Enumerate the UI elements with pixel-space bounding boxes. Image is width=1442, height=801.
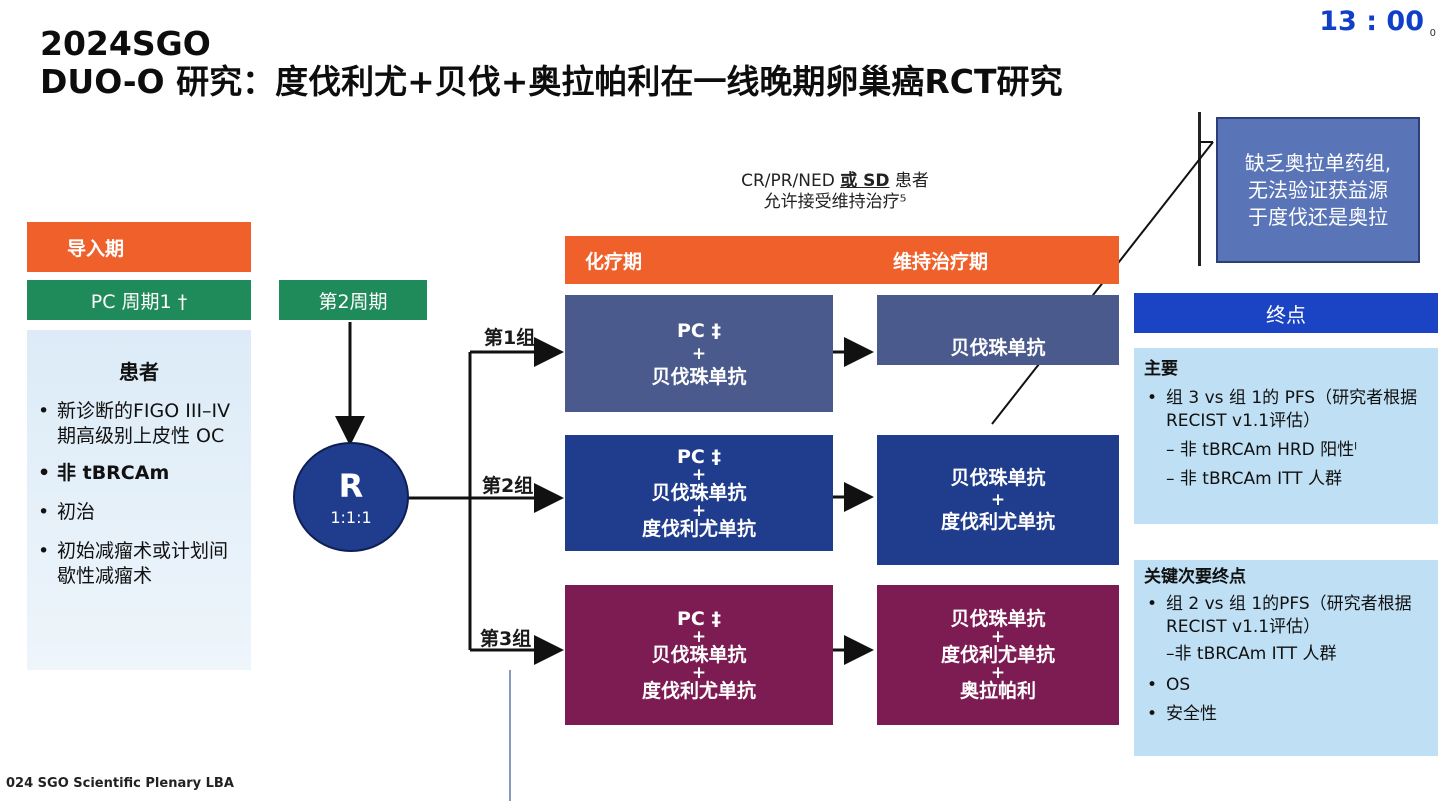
callout-line: 于度伐还是奥拉 (1248, 204, 1388, 229)
criteria-item: 初治 (35, 500, 243, 525)
regimen-plus: + (691, 343, 707, 364)
group1-maintenance-box: 贝伐珠单抗 (877, 295, 1119, 365)
regimen-plus: + (691, 663, 707, 683)
regimen-line: 奥拉帕利 (959, 680, 1036, 702)
primary-subgroup: – 非 tBRCAm ITT 人群 (1166, 469, 1342, 489)
randomization-letter: R (338, 466, 364, 505)
randomization-circle: R 1:1:1 (293, 442, 409, 552)
patients-panel: 患者 新诊断的FIGO III–IV期高级别上皮性 OC 非 tBRCAm 初治… (27, 330, 251, 670)
other-endpoint-item: 安全性 (1144, 703, 1428, 726)
regimen-line: 贝伐珠单抗 (651, 644, 747, 666)
secondary-subgroup: –非 tBRCAm ITT 人群 (1166, 644, 1337, 664)
regimen-line: PC ‡ (677, 608, 721, 630)
clock-suffix: 0 (1429, 28, 1436, 39)
other-endpoints-list: OS 安全性 (1144, 674, 1428, 726)
regimen-plus: + (691, 501, 707, 521)
regimen-line: 贝伐珠单抗 (950, 608, 1046, 630)
criteria-item: 新诊断的FIGO III–IV期高级别上皮性 OC (35, 399, 243, 449)
secondary-endpoint-panel: 关键次要终点 组 2 vs 组 1的PFS（研究者根据RECIST v1.1评估… (1134, 560, 1438, 756)
patients-title: 患者 (119, 360, 159, 384)
group1-chemo-box: PC ‡ + 贝伐珠单抗 (565, 295, 833, 412)
regimen-line: 度伐利尤单抗 (641, 518, 756, 540)
secondary-endpoint-title: 关键次要终点 (1144, 567, 1246, 587)
regimen-line: 贝伐珠单抗 (950, 467, 1046, 489)
callout-box: 缺乏奥拉单药组, 无法验证获益源 于度伐还是奥拉 (1216, 117, 1420, 263)
regimen-line: 贝伐珠单抗 (651, 365, 747, 388)
criteria-item: 初始减瘤术或计划间歇性减瘤术 (35, 539, 243, 589)
regimen-line: 度伐利尤单抗 (940, 511, 1055, 533)
phase-banner: 化疗期 维持治疗期 (565, 236, 1119, 284)
primary-endpoint-item: 组 3 vs 组 1的 PFS（研究者根据RECIST v1.1评估） (1144, 387, 1428, 433)
regimen-line: PC ‡ (677, 446, 721, 468)
endpoints-header: 终点 (1134, 293, 1438, 333)
group3-maintenance-box: 贝伐珠单抗 + 度伐利尤单抗 + 奥拉帕利 (877, 585, 1119, 725)
regimen-plus: + (990, 627, 1006, 647)
patient-criteria-list: 新诊断的FIGO III–IV期高级别上皮性 OC 非 tBRCAm 初治 初始… (27, 399, 251, 589)
regimen-plus: + (990, 490, 1006, 510)
callout-line: 无法验证获益源 (1248, 177, 1388, 202)
callout-line: 缺乏奥拉单药组, (1244, 150, 1392, 175)
regimen-plus: + (990, 663, 1006, 683)
note-emphasis: 或 SD (840, 171, 890, 191)
note-text: CR/PR/NED (741, 171, 841, 191)
maintenance-eligibility-note: CR/PR/NED 或 SD 患者 允许接受维持治疗⁵ (690, 171, 980, 213)
primary-endpoint-title: 主要 (1144, 359, 1178, 379)
group3-chemo-box: PC ‡ + 贝伐珠单抗 + 度伐利尤单抗 (565, 585, 833, 725)
cycle2-banner: 第2周期 (279, 280, 427, 320)
primary-endpoint-list: 组 3 vs 组 1的 PFS（研究者根据RECIST v1.1评估） (1144, 387, 1428, 433)
clock-display: 13 : 00 (1319, 6, 1424, 37)
secondary-endpoint-item: 组 2 vs 组 1的PFS（研究者根据RECIST v1.1评估） (1144, 593, 1428, 639)
pc-cycle1-banner: PC 周期1 † (27, 280, 251, 320)
phase-maintenance-label: 维持治疗期 (893, 250, 989, 273)
secondary-endpoint-list: 组 2 vs 组 1的PFS（研究者根据RECIST v1.1评估） (1144, 593, 1428, 639)
regimen-plus: + (691, 465, 707, 485)
group1-label: 第1组 (484, 327, 536, 349)
group3-label: 第3组 (480, 628, 532, 650)
group2-label: 第2组 (482, 475, 534, 497)
group2-chemo-box: PC ‡ + 贝伐珠单抗 + 度伐利尤单抗 (565, 435, 833, 551)
slide-title-line2: DUO-O 研究：度伐利尤+贝伐+奥拉帕利在一线晚期卵巢癌RCT研究 (40, 62, 1063, 101)
regimen-line: 贝伐珠单抗 (651, 482, 747, 504)
regimen-line: PC ‡ (677, 319, 721, 342)
randomization-ratio: 1:1:1 (330, 507, 372, 527)
other-endpoint-item: OS (1144, 674, 1428, 697)
regimen-line: 度伐利尤单抗 (940, 644, 1055, 666)
note-text-end: 患者 (889, 171, 929, 191)
note-line2: 允许接受维持治疗⁵ (763, 192, 907, 212)
regimen-line: 贝伐珠单抗 (950, 337, 1046, 359)
callout-left-border (1198, 112, 1201, 266)
primary-endpoint-panel: 主要 组 3 vs 组 1的 PFS（研究者根据RECIST v1.1评估） –… (1134, 348, 1438, 524)
primary-subgroup: – 非 tBRCAm HRD 阳性ˡ (1166, 440, 1357, 460)
phase-chemo-label: 化疗期 (585, 250, 643, 273)
regimen-line: 度伐利尤单抗 (641, 680, 756, 702)
slide-title-line1: 2024SGO (40, 24, 211, 63)
footer-source: 024 SGO Scientific Plenary LBA (6, 776, 234, 791)
regimen-plus: + (691, 627, 707, 647)
criteria-item: 非 tBRCAm (35, 461, 243, 486)
lead-in-banner: 导入期 (27, 222, 251, 272)
group2-maintenance-box: 贝伐珠单抗 + 度伐利尤单抗 (877, 435, 1119, 565)
